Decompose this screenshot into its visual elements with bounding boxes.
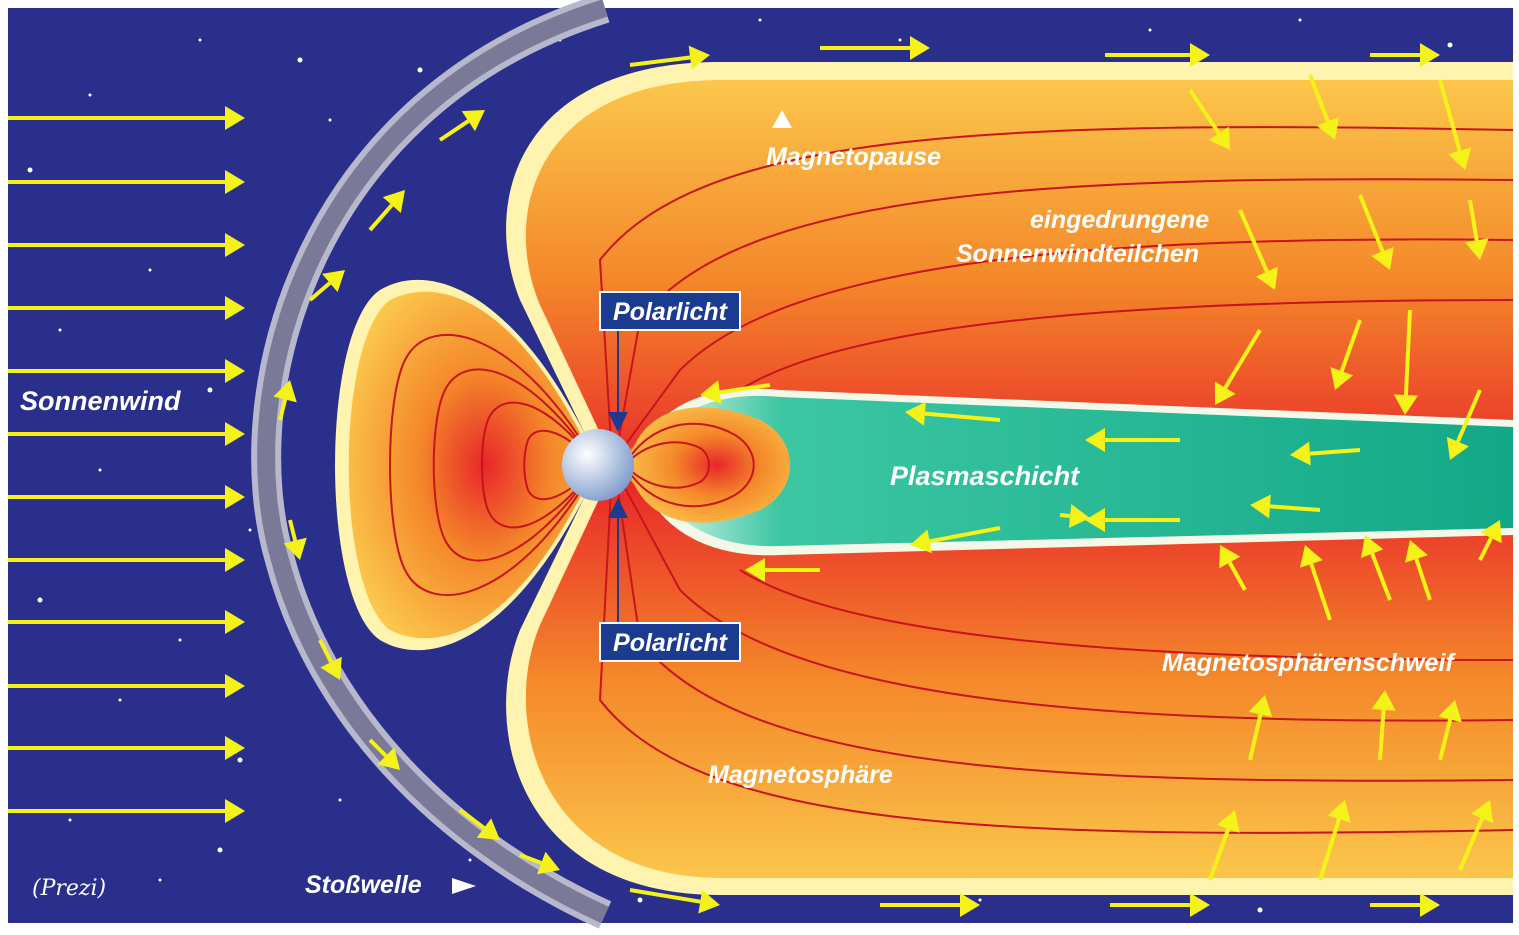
star <box>1149 29 1152 32</box>
star <box>759 19 762 22</box>
plasma-sheet-label: Plasmaschicht <box>890 461 1080 491</box>
star <box>1258 908 1263 913</box>
earth <box>562 429 634 501</box>
star <box>59 329 62 332</box>
aurora-north-label: Polarlicht <box>613 298 729 326</box>
star <box>1448 43 1453 48</box>
star <box>119 699 122 702</box>
star <box>179 639 182 642</box>
star <box>1299 19 1302 22</box>
star <box>28 168 33 173</box>
magnetosphere-label: Magnetosphäre <box>708 761 893 789</box>
star <box>329 119 332 122</box>
star <box>298 58 303 63</box>
bow-shock-label: Stoßwelle <box>305 871 422 899</box>
star <box>218 848 223 853</box>
penetrated-particles-label-line1: eingedrungene <box>1030 206 1209 234</box>
star <box>249 529 252 532</box>
star <box>99 469 102 472</box>
star <box>339 799 342 802</box>
magnetotail-label: Magnetosphärenschweif <box>1162 649 1456 677</box>
star <box>199 39 202 42</box>
flow-arrow-shaft <box>1060 515 1070 516</box>
star <box>979 899 982 902</box>
star <box>159 879 162 882</box>
star <box>149 269 152 272</box>
magnetopause-label: Magnetopause <box>766 143 941 171</box>
star <box>469 859 472 862</box>
image-credit: (Prezi) <box>32 876 106 901</box>
star <box>418 68 423 73</box>
penetrated-particles-label-line2: Sonnenwindteilchen <box>956 240 1199 268</box>
star <box>38 598 43 603</box>
solar-wind-label: Sonnenwind <box>20 386 181 416</box>
aurora-south-label: Polarlicht <box>613 629 729 657</box>
star <box>638 898 643 903</box>
star <box>208 388 213 393</box>
star <box>238 758 243 763</box>
star <box>89 94 92 97</box>
star <box>69 819 72 822</box>
star <box>899 39 902 42</box>
